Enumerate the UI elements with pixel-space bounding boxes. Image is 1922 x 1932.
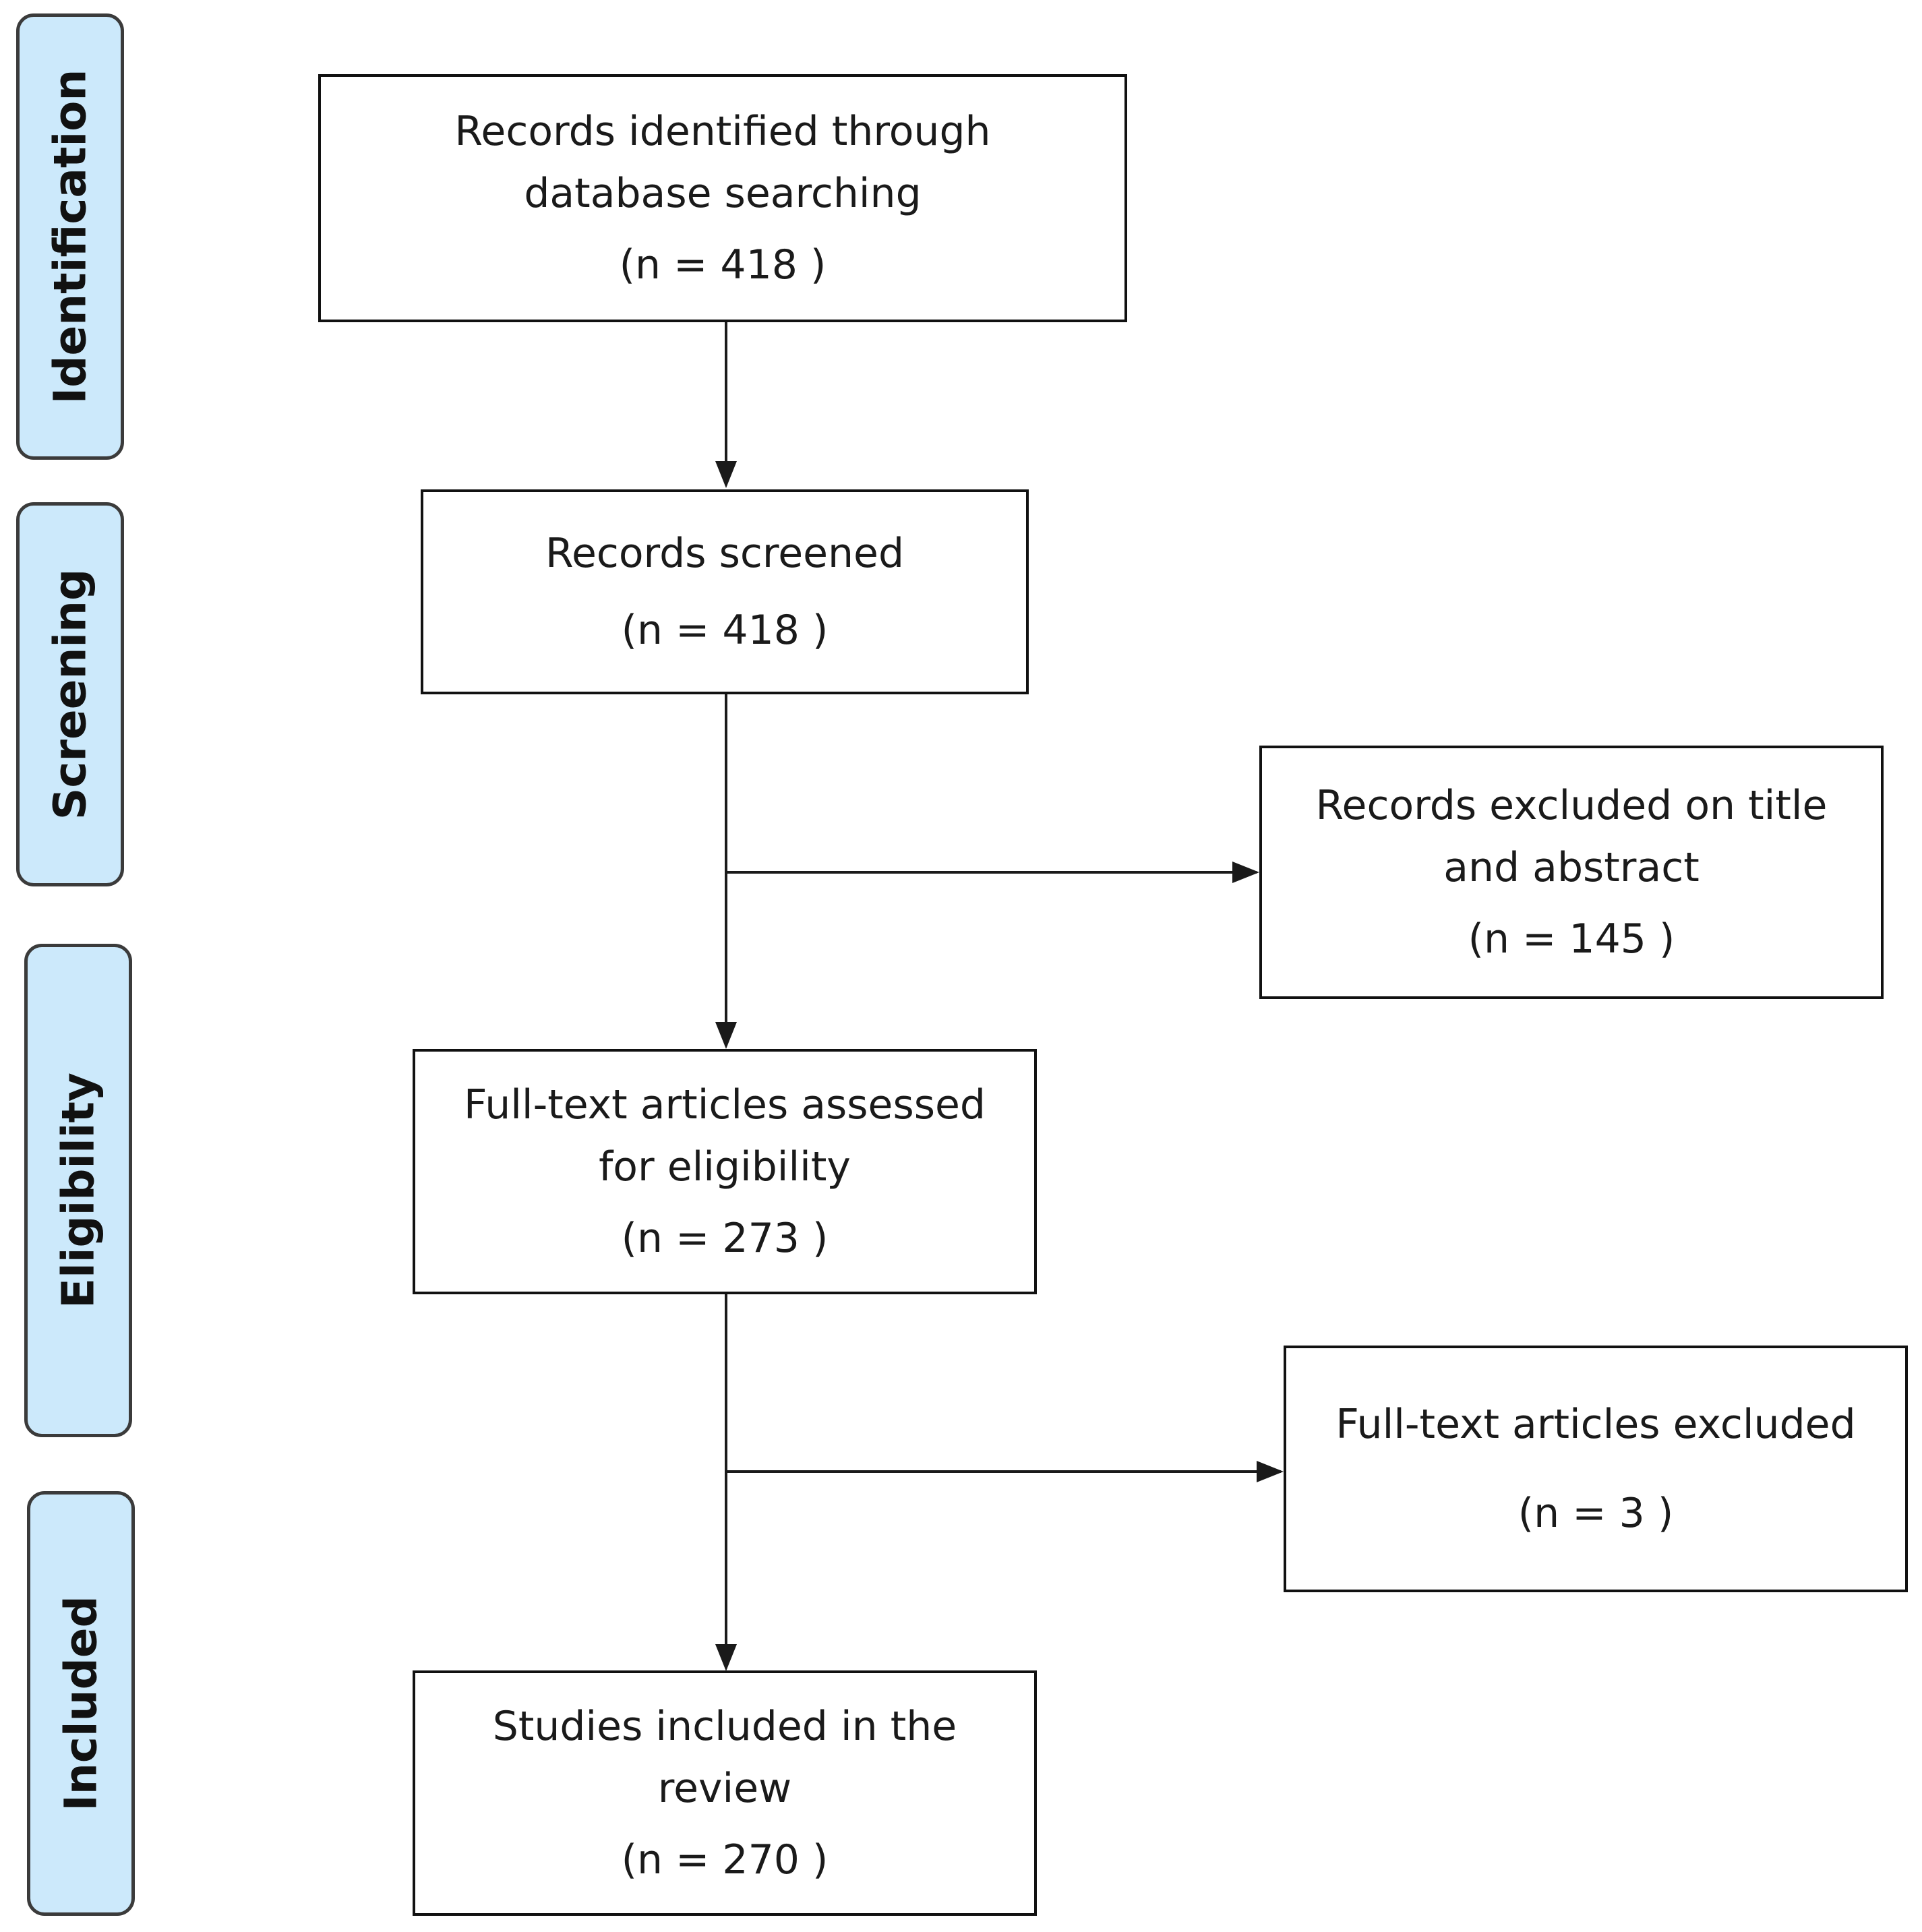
box-fulltext-assessed-count: (n = 273 ) (621, 1215, 829, 1262)
box-records-identified-count: (n = 418 ) (619, 241, 827, 289)
box-studies-included-count: (n = 270 ) (621, 1836, 829, 1883)
box-records-excluded-title-count: (n = 145 ) (1468, 915, 1675, 963)
box-records-excluded-title-line1: Records excluded on title (1315, 782, 1828, 829)
box-records-identified-line1: Records identified through (454, 108, 991, 155)
stage-screening: Screening (16, 502, 124, 886)
box-fulltext-assessed-line2: for eligibility (599, 1143, 851, 1190)
box-records-screened-count: (n = 418 ) (621, 607, 829, 654)
stage-included: Included (27, 1491, 135, 1916)
box-studies-included: Studies included in the review (n = 270 … (413, 1670, 1037, 1916)
box-records-screened: Records screened (n = 418 ) (421, 489, 1029, 694)
box-records-excluded-title: Records excluded on title and abstract (… (1259, 746, 1884, 999)
box-fulltext-assessed: Full-text articles assessed for eligibil… (413, 1049, 1037, 1294)
stage-identification: Identification (16, 13, 124, 460)
box-fulltext-excluded-line1: Full-text articles excluded (1335, 1401, 1856, 1448)
box-fulltext-assessed-line1: Full-text articles assessed (464, 1081, 986, 1128)
box-records-identified-line2: database searching (524, 170, 922, 217)
box-records-identified: Records identified through database sear… (318, 74, 1127, 322)
stage-eligibility: Eligibility (24, 944, 132, 1437)
box-records-excluded-title-line2: and abstract (1443, 844, 1700, 891)
box-fulltext-excluded: Full-text articles excluded (n = 3 ) (1284, 1346, 1908, 1592)
box-records-screened-line1: Records screened (545, 530, 905, 577)
box-fulltext-excluded-count: (n = 3 ) (1518, 1490, 1674, 1537)
box-studies-included-line1: Studies included in the (492, 1703, 957, 1750)
box-studies-included-line2: review (657, 1765, 792, 1812)
